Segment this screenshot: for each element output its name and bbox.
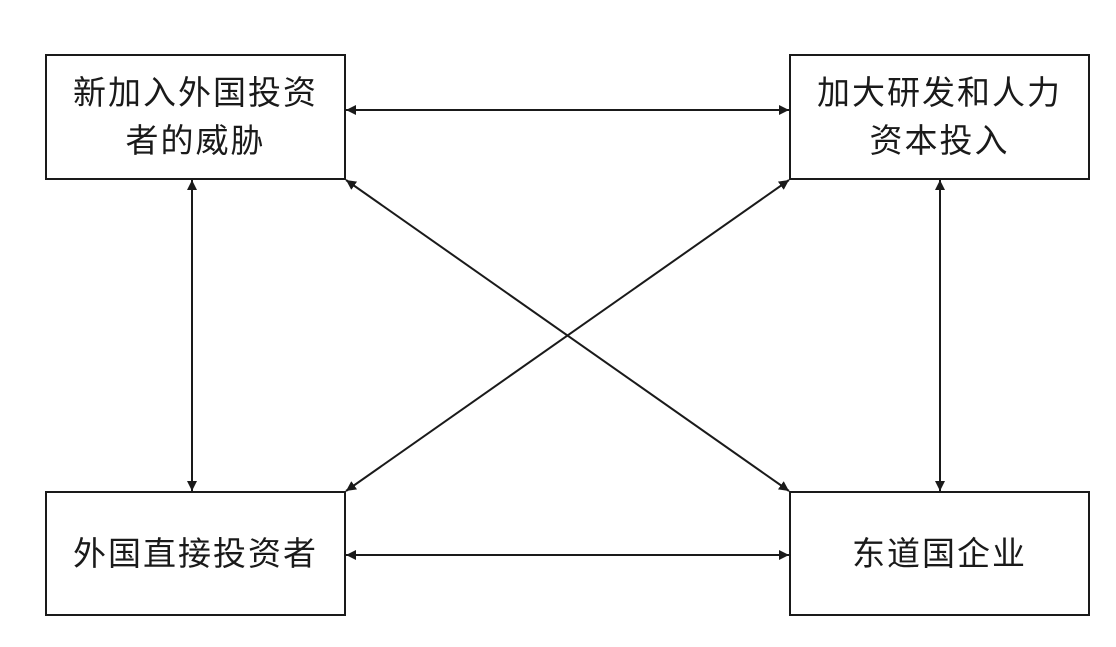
node-host-firms-label: 东道国企业 xyxy=(852,533,1027,573)
node-rd-investment-line2: 资本投入 xyxy=(869,121,1010,160)
node-new-entrant-threat: 新加入外国投资 者的威胁 xyxy=(45,54,346,180)
node-foreign-investors-label: 外国直接投资者 xyxy=(73,533,318,573)
node-host-firms: 东道国企业 xyxy=(789,491,1090,616)
edge-layer xyxy=(187,105,945,560)
node-new-entrant-threat-line2: 者的威胁 xyxy=(125,121,266,160)
arrow-rd-investment-to-foreign-investors xyxy=(345,179,790,492)
node-rd-investment: 加大研发和人力 资本投入 xyxy=(789,54,1090,180)
node-rd-investment-line1: 加大研发和人力 xyxy=(817,73,1062,113)
node-foreign-investors: 外国直接投资者 xyxy=(45,491,346,616)
node-new-entrant-threat-line1: 新加入外国投资 xyxy=(73,73,318,113)
